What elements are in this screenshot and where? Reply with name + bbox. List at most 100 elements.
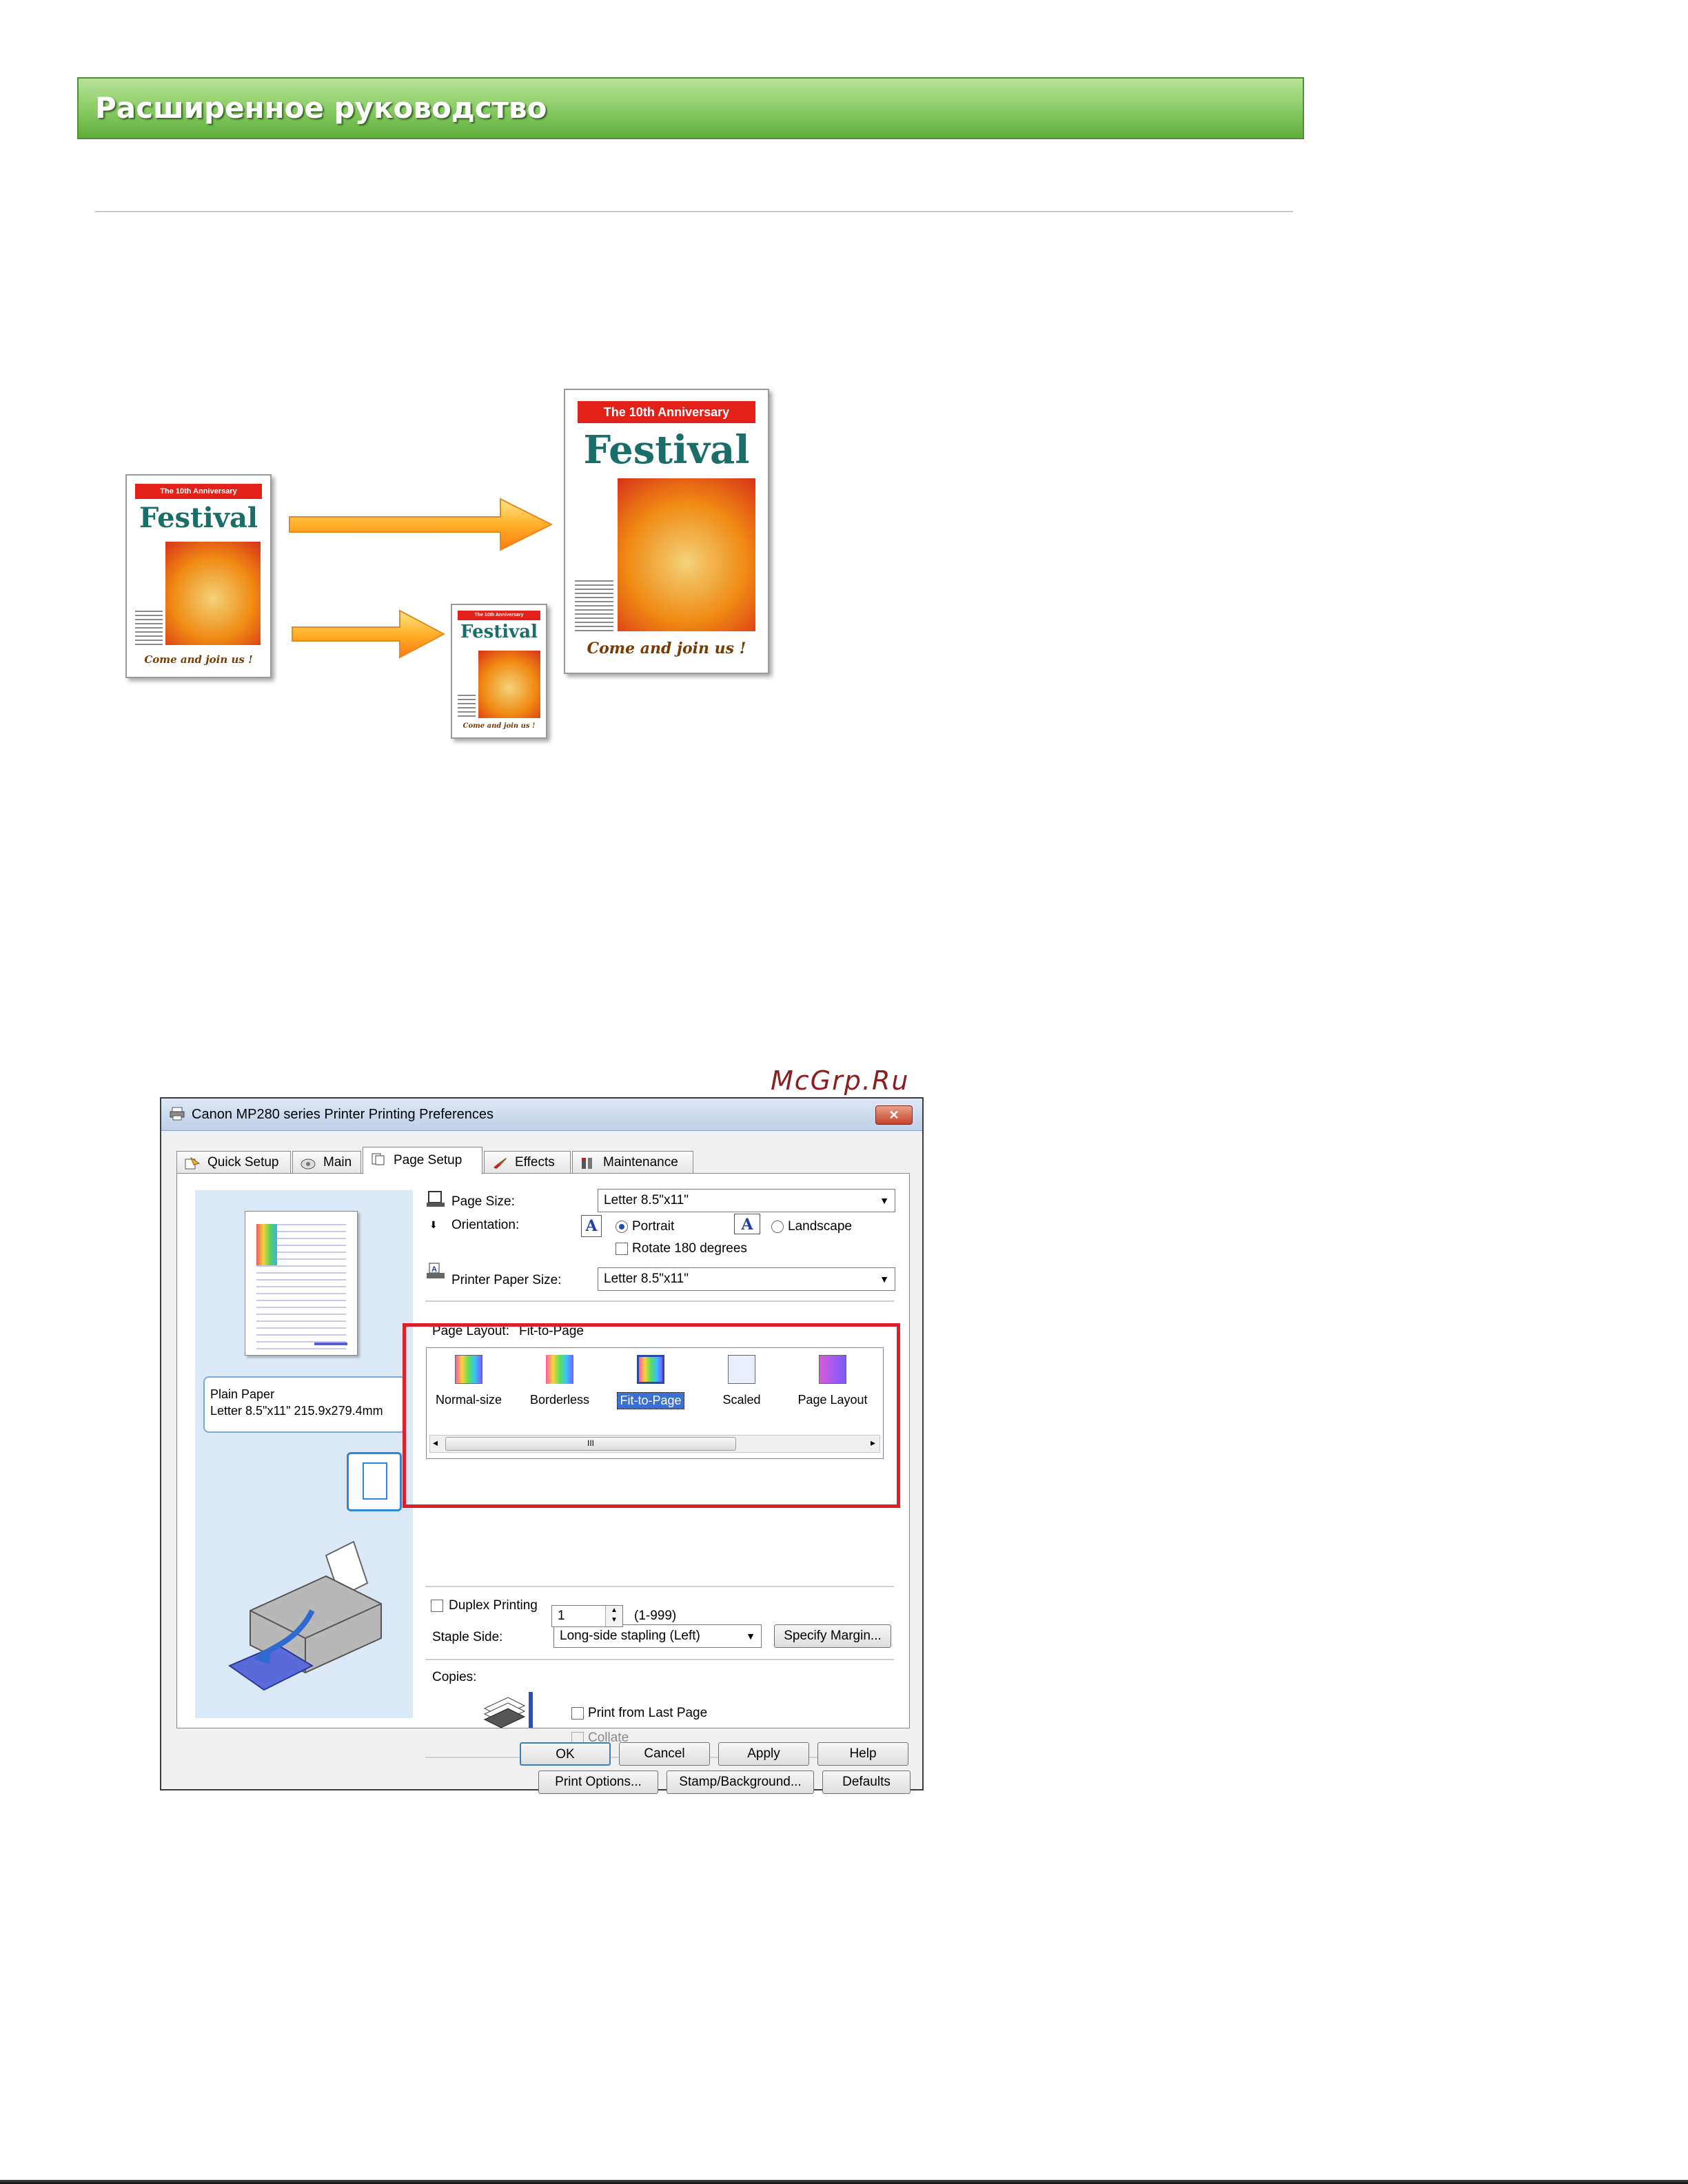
layout-scrollbar[interactable]: ◂ III ▸ xyxy=(429,1435,880,1453)
defaults-button[interactable]: Defaults xyxy=(822,1770,911,1794)
page-setup-icon xyxy=(372,1153,385,1165)
tab-quick-setup[interactable]: Quick Setup xyxy=(176,1151,291,1173)
tab-label: Main xyxy=(323,1155,352,1170)
collate-label: Collate xyxy=(588,1731,629,1745)
landscape-icon: A xyxy=(734,1214,760,1234)
help-button[interactable]: Help xyxy=(817,1742,908,1766)
poster-title: Festival xyxy=(460,622,538,642)
rotate-180-checkbox[interactable] xyxy=(616,1243,628,1255)
poster-footer: Come and join us ! xyxy=(462,722,536,730)
landscape-radio[interactable] xyxy=(771,1221,784,1233)
svg-text:A: A xyxy=(431,1265,437,1274)
dog-photo xyxy=(165,542,261,645)
staple-side-value: Long-side stapling (Left) xyxy=(560,1629,700,1643)
page-setup-panel: Plain Paper Letter 8.5"x11" 215.9x279.4m… xyxy=(176,1173,911,1794)
layout-page-layout[interactable]: Page Layout xyxy=(795,1355,871,1408)
copies-value: 1 xyxy=(558,1609,565,1623)
poster-ribbon: The 10th Anniversary xyxy=(577,401,756,423)
close-button[interactable]: ✕ xyxy=(875,1105,913,1125)
page-size-icon xyxy=(427,1191,445,1207)
staple-side-label: Staple Side: xyxy=(432,1630,503,1644)
divider xyxy=(425,1659,894,1660)
printer-paper-size-value: Letter 8.5"x11" xyxy=(604,1272,689,1286)
poster-title: Festival xyxy=(139,502,258,534)
staple-side-select[interactable]: Long-side stapling (Left) ▼ xyxy=(553,1624,762,1648)
layout-scaled[interactable]: Scaled xyxy=(704,1355,780,1408)
enlarged-poster: The 10th Anniversary Festival Come and j… xyxy=(564,389,769,674)
poster-text-lines xyxy=(575,580,613,631)
page-layout-list[interactable]: Normal-size Borderless Fit-to-Page Scale… xyxy=(426,1347,884,1459)
page-layout-highlight xyxy=(403,1323,900,1508)
layout-fit-to-page[interactable]: Fit-to-Page xyxy=(613,1355,689,1409)
print-options-button[interactable]: Print Options... xyxy=(538,1770,658,1794)
poster-title: Festival xyxy=(583,427,750,473)
page-layout-icon xyxy=(819,1355,846,1384)
page-size-label: Page Size: xyxy=(451,1194,515,1209)
duplex-label[interactable]: Duplex Printing xyxy=(449,1598,538,1613)
cancel-button[interactable]: Cancel xyxy=(619,1742,710,1766)
landscape-label[interactable]: Landscape xyxy=(788,1219,852,1234)
specify-margin-button[interactable]: Specify Margin... xyxy=(774,1624,891,1648)
borderless-icon xyxy=(546,1355,573,1384)
tab-label: Maintenance xyxy=(603,1155,678,1170)
copies-spinner[interactable]: 1 ▲▼ xyxy=(551,1605,623,1627)
scroll-right-icon[interactable]: ▸ xyxy=(870,1437,875,1448)
poster-ribbon: The 10th Anniversary xyxy=(458,611,540,620)
apply-button[interactable]: Apply xyxy=(718,1742,809,1766)
tab-effects[interactable]: Effects xyxy=(484,1151,571,1173)
layout-label: Borderless xyxy=(529,1393,590,1407)
rotate-180-label[interactable]: Rotate 180 degrees xyxy=(632,1241,747,1256)
page-preview xyxy=(245,1211,358,1356)
enlarge-arrow-icon xyxy=(289,498,553,551)
page-banner: Расширенное руководство xyxy=(77,77,1304,139)
stamp-background-button[interactable]: Stamp/Background... xyxy=(667,1770,814,1794)
spin-arrows-icon[interactable]: ▲▼ xyxy=(605,1606,622,1626)
tab-page-setup[interactable]: Page Setup xyxy=(363,1147,482,1174)
chevron-down-icon: ▼ xyxy=(879,1274,889,1285)
scroll-left-icon[interactable]: ◂ xyxy=(433,1437,438,1448)
print-from-last-checkbox[interactable] xyxy=(571,1707,584,1719)
tab-maintenance[interactable]: Maintenance xyxy=(572,1151,693,1173)
duplex-checkbox[interactable] xyxy=(431,1600,443,1612)
dialog-titlebar: Canon MP280 series Printer Printing Pref… xyxy=(161,1099,922,1131)
poster-text-lines xyxy=(458,695,476,718)
page-size-value: Letter 8.5"x11" xyxy=(604,1193,689,1207)
page-size-select[interactable]: Letter 8.5"x11" ▼ xyxy=(598,1189,895,1212)
normal-size-icon xyxy=(455,1355,482,1384)
watermark: McGrp.Ru xyxy=(771,1065,910,1096)
chevron-down-icon: ▼ xyxy=(879,1195,889,1206)
layout-normal-size[interactable]: Normal-size xyxy=(431,1355,507,1408)
orientation-arrow-icon: ⬇ xyxy=(429,1219,438,1230)
printing-preferences-dialog: Canon MP280 series Printer Printing Pref… xyxy=(160,1097,924,1794)
print-from-last-label[interactable]: Print from Last Page xyxy=(588,1706,708,1720)
divider xyxy=(95,211,1293,212)
scaled-icon xyxy=(728,1355,755,1384)
media-type: Plain Paper xyxy=(210,1387,275,1401)
tab-label: Page Setup xyxy=(394,1153,462,1167)
portrait-label[interactable]: Portrait xyxy=(632,1219,675,1234)
layout-label: Scaled xyxy=(722,1393,761,1407)
page-layout-label: Page Layout: xyxy=(432,1324,509,1338)
printer-paper-size-select[interactable]: Letter 8.5"x11" ▼ xyxy=(598,1267,895,1291)
portrait-icon: A xyxy=(581,1215,602,1237)
poster-footer: Come and join us ! xyxy=(587,640,746,657)
quick-setup-icon xyxy=(185,1156,201,1170)
poster-ribbon: The 10th Anniversary xyxy=(135,484,262,499)
scroll-thumb[interactable]: III xyxy=(445,1437,736,1451)
chevron-down-icon: ▼ xyxy=(746,1631,755,1642)
reduced-poster: The 10th Anniversary Festival Come and j… xyxy=(451,604,547,739)
poster-footer: Come and join us ! xyxy=(144,653,253,666)
portrait-radio[interactable] xyxy=(616,1221,628,1233)
tab-main[interactable]: Main xyxy=(292,1151,361,1173)
poster-text-lines xyxy=(135,611,163,646)
ok-button[interactable]: OK xyxy=(520,1742,611,1766)
layout-label: Normal-size xyxy=(435,1393,502,1407)
printer-icon xyxy=(170,1107,185,1121)
layout-borderless[interactable]: Borderless xyxy=(522,1355,598,1408)
layout-label: Fit-to-Page xyxy=(617,1392,684,1409)
page-layout-current: Fit-to-Page xyxy=(519,1324,584,1338)
divider xyxy=(425,1300,894,1302)
tab-label: Effects xyxy=(515,1155,555,1170)
copies-stack-icon xyxy=(483,1692,533,1728)
fit-to-page-icon xyxy=(637,1355,664,1384)
